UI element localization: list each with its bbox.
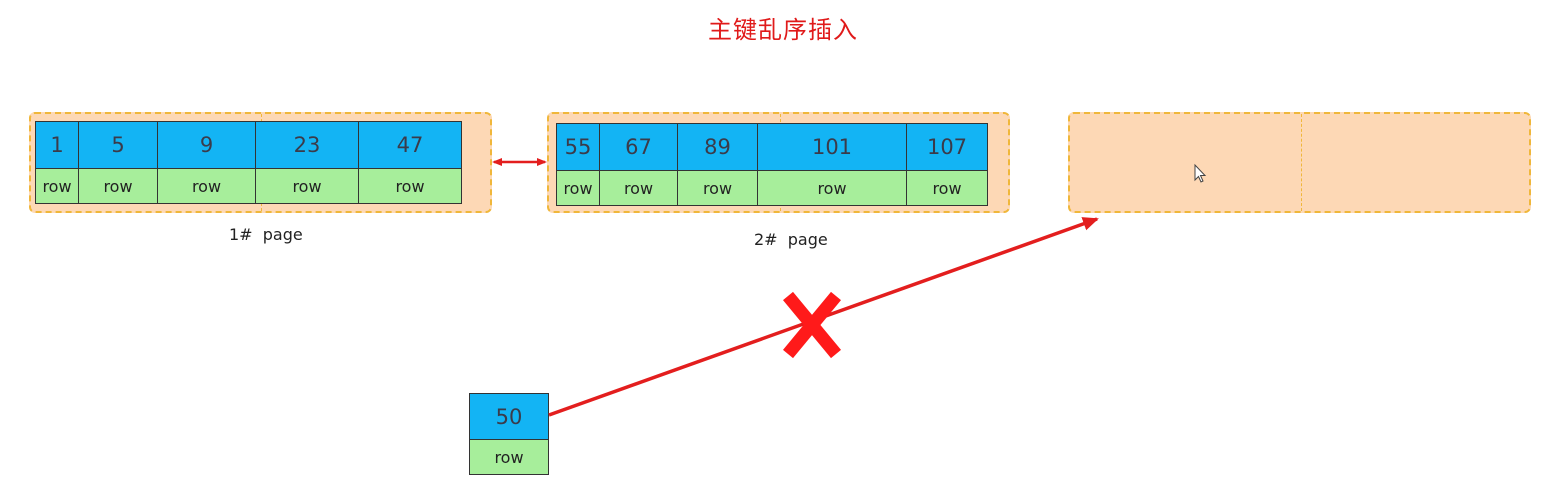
record-row: row: [677, 171, 757, 206]
record-row: row: [78, 169, 157, 204]
record-key: 9: [157, 121, 255, 169]
record-key: 89: [677, 123, 757, 171]
record-row: row: [157, 169, 255, 204]
record-key: 107: [906, 123, 988, 171]
record-row: row: [255, 169, 358, 204]
record-key: 50: [469, 393, 549, 440]
record-key: 67: [599, 123, 677, 171]
x-mark-icon: [782, 291, 842, 359]
record: 55 row: [556, 123, 599, 206]
record: 5 row: [78, 121, 157, 204]
record: 107 row: [906, 123, 988, 206]
record-key: 1: [35, 121, 78, 169]
record-row: row: [35, 169, 78, 204]
new-record: 50 row: [469, 393, 549, 475]
record: 67 row: [599, 123, 677, 206]
page-2-label: 2# page: [754, 230, 828, 249]
page-divider: [1301, 114, 1302, 211]
record: 23 row: [255, 121, 358, 204]
record-row: row: [358, 169, 462, 204]
record-row: row: [469, 440, 549, 475]
record: 9 row: [157, 121, 255, 204]
page-2-records: 55 row 67 row 89 row 101 row 107 row: [556, 123, 988, 206]
record: 1 row: [35, 121, 78, 204]
record: 47 row: [358, 121, 462, 204]
record-key: 47: [358, 121, 462, 169]
record-row: row: [556, 171, 599, 206]
record-key: 5: [78, 121, 157, 169]
record-key: 23: [255, 121, 358, 169]
record-row: row: [757, 171, 906, 206]
record-key: 55: [556, 123, 599, 171]
diagram-title: 主键乱序插入: [708, 16, 858, 44]
record: 89 row: [677, 123, 757, 206]
mouse-cursor-icon: [1194, 163, 1207, 183]
record-row: row: [599, 171, 677, 206]
record-row: row: [906, 171, 988, 206]
page-1-records: 1 row 5 row 9 row 23 row 47 row: [35, 121, 462, 204]
record: 101 row: [757, 123, 906, 206]
record-key: 101: [757, 123, 906, 171]
page-1-label: 1# page: [229, 225, 303, 244]
page-3-empty: [1068, 112, 1531, 213]
